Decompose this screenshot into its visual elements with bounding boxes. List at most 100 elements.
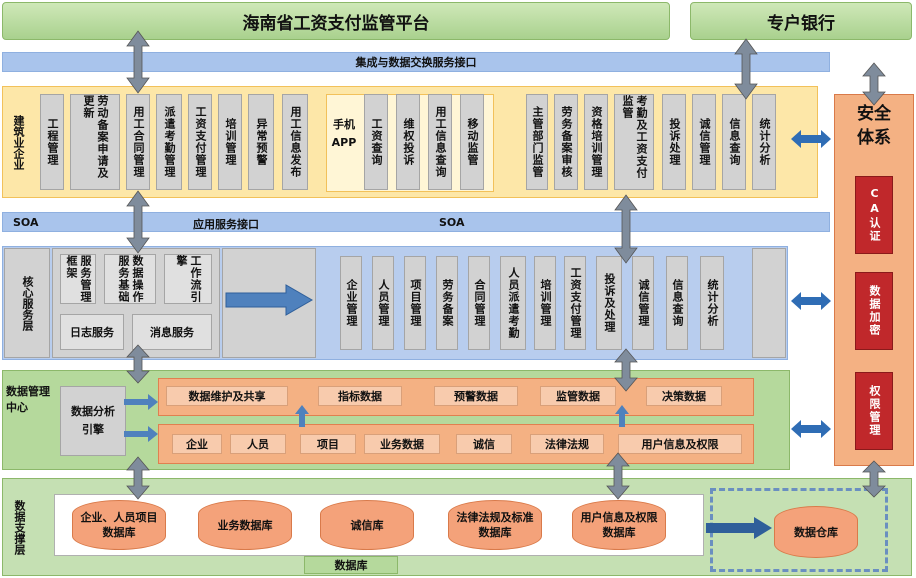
core-module-contract[interactable]: 合同管理 bbox=[468, 256, 490, 350]
module-label: 信息查询 bbox=[671, 279, 684, 327]
data-support-layer-label-text: 数据支撑层 bbox=[13, 499, 26, 555]
db-label: 法律法规及标准数据库 bbox=[456, 511, 534, 539]
db-business[interactable]: 业务数据库 bbox=[198, 500, 292, 550]
core-module-personnel[interactable]: 人员管理 bbox=[372, 256, 394, 350]
data-mgmt-layer-label-text: 数据管理中心 bbox=[6, 385, 50, 414]
platform-title: 海南省工资支付监管平台 bbox=[2, 2, 670, 40]
module-wage-query[interactable]: 工资查询 bbox=[364, 94, 388, 190]
module-contract[interactable]: 用工合同管理 bbox=[126, 94, 150, 190]
database-group-label-text: 数据库 bbox=[334, 559, 368, 572]
data-item-label: 监管数据 bbox=[556, 390, 600, 403]
data-business[interactable]: 业务数据 bbox=[364, 434, 440, 454]
core-module-integrity[interactable]: 诚信管理 bbox=[632, 256, 654, 350]
up-arrow-icon bbox=[295, 405, 309, 427]
data-op-service-text: 数据操作服务基础 bbox=[117, 255, 144, 303]
security-title: 安全体系 bbox=[844, 102, 904, 154]
data-law[interactable]: 法律法规 bbox=[530, 434, 604, 454]
core-module-labor-filing[interactable]: 劳务备案 bbox=[436, 256, 458, 350]
module-label: 诚信管理 bbox=[637, 279, 650, 327]
module-label: 维权投诉 bbox=[402, 118, 415, 166]
module-statistics[interactable]: 统计分析 bbox=[752, 94, 776, 190]
core-module-training[interactable]: 培训管理 bbox=[534, 256, 556, 350]
module-label: 项目管理 bbox=[409, 279, 422, 327]
module-label: 资格培训管理 bbox=[590, 106, 603, 178]
db-law-standard[interactable]: 法律法规及标准数据库 bbox=[448, 500, 542, 550]
data-maintain-share[interactable]: 数据维护及共享 bbox=[166, 386, 288, 406]
db-label: 数据仓库 bbox=[794, 525, 838, 539]
module-job-info-query[interactable]: 用工信息查询 bbox=[428, 94, 452, 190]
module-rights-complaint[interactable]: 维权投诉 bbox=[396, 94, 420, 190]
module-label: 考勤及工资支付监管 bbox=[621, 95, 648, 179]
database-group-label: 数据库 bbox=[304, 556, 398, 574]
module-label: 劳务备案 bbox=[441, 279, 454, 327]
data-item-label: 数据维护及共享 bbox=[188, 390, 266, 403]
core-module-statistics[interactable]: 统计分析 bbox=[700, 256, 724, 350]
data-project[interactable]: 项目 bbox=[300, 434, 356, 454]
security-title-text: 安全体系 bbox=[857, 104, 891, 148]
module-label: 诚信管理 bbox=[698, 118, 711, 166]
db-user-permission[interactable]: 用户信息及权限数据库 bbox=[572, 500, 666, 550]
data-analysis-engine[interactable]: 数据分析引擎 bbox=[60, 386, 126, 456]
app-service-label: 应用服务接口 bbox=[193, 218, 259, 231]
module-label: 统计分析 bbox=[706, 279, 719, 327]
data-supervision[interactable]: 监管数据 bbox=[540, 386, 616, 406]
module-label: 统计分析 bbox=[758, 118, 771, 166]
module-wage-pay[interactable]: 工资支付管理 bbox=[188, 94, 212, 190]
data-op-service-box[interactable]: 数据操作服务基础 bbox=[104, 254, 156, 304]
log-service-box[interactable]: 日志服务 bbox=[60, 314, 124, 350]
data-user-permission[interactable]: 用户信息及权限 bbox=[618, 434, 742, 454]
module-attendance-wage-supervision[interactable]: 考勤及工资支付监管 bbox=[614, 94, 654, 190]
security-link-arrow-icon bbox=[791, 420, 831, 438]
ca-auth-box[interactable]: CA认证 bbox=[855, 176, 893, 254]
core-module-enterprise[interactable]: 企业管理 bbox=[340, 256, 362, 350]
soa-right-label: SOA bbox=[439, 216, 465, 229]
core-service-layer-label: 核心服务层 bbox=[8, 252, 46, 354]
module-mobile-supervision[interactable]: 移动监管 bbox=[460, 94, 484, 190]
data-integrity[interactable]: 诚信 bbox=[456, 434, 512, 454]
data-enterprise[interactable]: 企业 bbox=[172, 434, 222, 454]
data-item-label: 预警数据 bbox=[454, 390, 498, 403]
data-indicator[interactable]: 指标数据 bbox=[318, 386, 402, 406]
core-module-project[interactable]: 项目管理 bbox=[404, 256, 426, 350]
up-arrow-icon bbox=[615, 405, 629, 427]
core-module-info-query[interactable]: 信息查询 bbox=[666, 256, 688, 350]
data-item-label: 指标数据 bbox=[338, 390, 382, 403]
db-enterprise-personnel[interactable]: 企业、人员项目数据库 bbox=[72, 500, 166, 550]
module-job-publish[interactable]: 用工信息发布 bbox=[282, 94, 308, 190]
module-complaint-handling[interactable]: 投诉处理 bbox=[662, 94, 686, 190]
data-encryption-box[interactable]: 数据加密 bbox=[855, 272, 893, 350]
core-module-wage-pay[interactable]: 工资支付管理 bbox=[564, 256, 586, 350]
data-personnel[interactable]: 人员 bbox=[230, 434, 286, 454]
db-warehouse[interactable]: 数据仓库 bbox=[774, 506, 858, 558]
data-item-label: 决策数据 bbox=[662, 390, 706, 403]
module-labor-review[interactable]: 劳务备案审核 bbox=[554, 94, 578, 190]
db-integrity[interactable]: 诚信库 bbox=[320, 500, 414, 550]
module-training[interactable]: 培训管理 bbox=[218, 94, 242, 190]
module-qualification-training[interactable]: 资格培训管理 bbox=[584, 94, 608, 190]
data-decision[interactable]: 决策数据 bbox=[646, 386, 722, 406]
permission-mgmt-box[interactable]: 权限管理 bbox=[855, 372, 893, 450]
module-authority-supervision[interactable]: 主管部门监管 bbox=[526, 94, 548, 190]
data-item-label: 企业 bbox=[186, 438, 208, 451]
data-warning[interactable]: 预警数据 bbox=[434, 386, 518, 406]
db-label: 诚信库 bbox=[350, 518, 384, 532]
double-arrow-icon bbox=[614, 194, 638, 264]
module-engineering[interactable]: 工程管理 bbox=[40, 94, 64, 190]
warehouse-arrow-icon bbox=[706, 517, 772, 539]
db-label: 企业、人员项目数据库 bbox=[80, 511, 158, 539]
module-anomaly-alert[interactable]: 异常预警 bbox=[248, 94, 274, 190]
mobile-app-label: 手机APP bbox=[330, 116, 358, 166]
message-service-box[interactable]: 消息服务 bbox=[132, 314, 212, 350]
module-dispatch[interactable]: 派遣考勤管理 bbox=[156, 94, 182, 190]
service-framework-box[interactable]: 服务管理框架 bbox=[60, 254, 96, 304]
core-service-label-box bbox=[4, 248, 50, 358]
module-labor-filing[interactable]: 劳动备案申请及更新 bbox=[70, 94, 120, 190]
core-module-complaint[interactable]: 投诉及处理 bbox=[596, 256, 622, 350]
engine-arrows-icon bbox=[124, 394, 158, 442]
module-label: 投诉及处理 bbox=[603, 273, 616, 333]
core-module-dispatch[interactable]: 人员派遣考勤 bbox=[500, 256, 526, 350]
workflow-engine-box[interactable]: 工作流引擎 bbox=[164, 254, 212, 304]
module-integrity-mgmt[interactable]: 诚信管理 bbox=[692, 94, 716, 190]
module-info-query[interactable]: 信息查询 bbox=[722, 94, 746, 190]
data-item-label: 用户信息及权限 bbox=[641, 438, 719, 451]
